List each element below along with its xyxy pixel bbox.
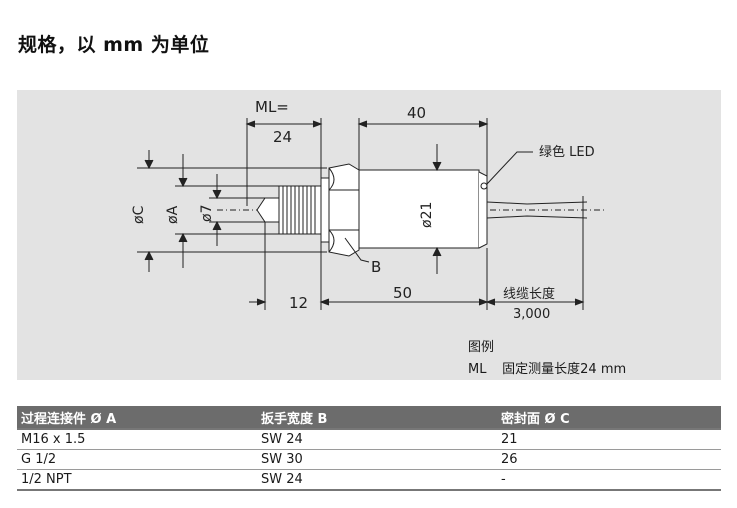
led-label: 绿色 LED [539,144,595,160]
cell-connection: 1/2 NPT [17,469,257,491]
cable-length-value: 3,000 [513,307,550,322]
end-cap [478,171,488,249]
legend-title: 图例 [468,340,495,355]
ml-label: ML= [255,98,289,116]
header-wrench-width: 扳手宽度 B [257,406,497,429]
table-header-row: 过程连接件 Ø A 扳手宽度 B 密封面 Ø C [17,406,721,429]
legend-text: 固定测量长度24 mm [502,362,627,377]
cell-connection: G 1/2 [17,449,257,470]
spec-table: 过程连接件 Ø A 扳手宽度 B 密封面 Ø C M16 x 1.5 SW 24… [17,406,721,491]
b-label: B [371,258,381,276]
b-leader [344,237,370,263]
dia-c-label: øC [131,205,147,224]
cell-sealing: - [497,469,721,491]
led-indicator [480,182,488,190]
cell-sealing: 21 [497,428,721,450]
dia-a-label: øA [165,205,181,224]
probe-tip [256,197,280,223]
cell-wrench: SW 30 [257,449,497,470]
header-process-connection: 过程连接件 Ø A [17,406,257,429]
sensor-body [358,169,480,249]
dia-21-label: ø21 [419,202,435,228]
dia-7-label: ø7 [199,205,215,222]
legend-abbr: ML [468,362,487,377]
cable [486,201,588,205]
length-50-label: 50 [393,284,412,302]
table-row: M16 x 1.5 SW 24 21 [17,428,721,450]
dimension-drawing: ML= 24 40 绿色 LED øC øA ø7 ø21 B 12 50 线缆… [17,90,721,380]
header-sealing-face: 密封面 Ø C [497,406,721,429]
cell-connection: M16 x 1.5 [17,428,257,450]
table-row: G 1/2 SW 30 26 [17,449,721,470]
cable-length-label: 线缆长度 [503,286,555,302]
length-12-label: 12 [289,294,308,312]
led-leader [486,151,533,185]
legend-row: ML 固定测量长度24 mm [468,358,626,377]
cell-wrench: SW 24 [257,469,497,491]
cell-wrench: SW 24 [257,428,497,450]
ml-value: 24 [273,128,292,146]
thread-lines [282,186,316,234]
table-row: 1/2 NPT SW 24 - [17,469,721,491]
page-title: 规格，以 mm 为单位 [18,34,210,56]
cell-sealing: 26 [497,449,721,470]
length-40-label: 40 [407,104,426,122]
sensor-drawing-svg: ML= 24 40 绿色 LED øC øA ø7 ø21 B 12 50 线缆… [131,98,607,322]
collar [320,177,330,243]
